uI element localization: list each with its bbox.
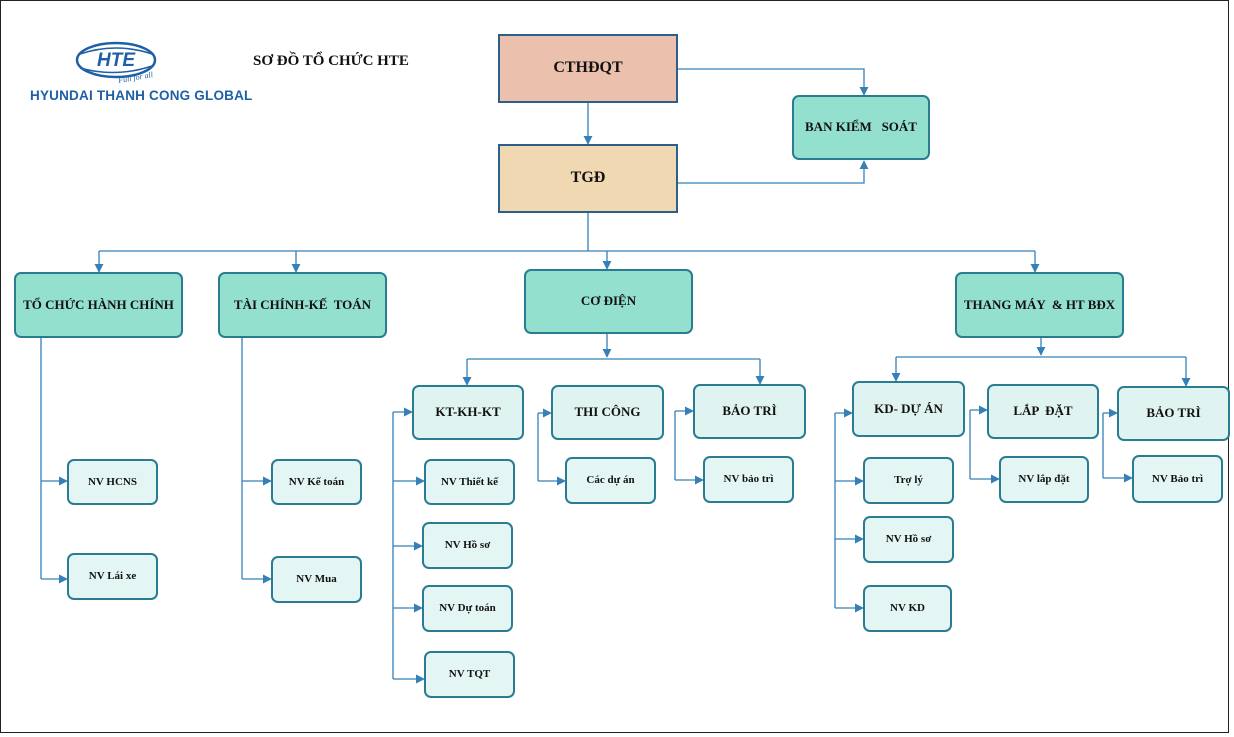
staff-nv-laixe: NV Lái xe [67,553,158,600]
sub-mep-bao-tri: BẢO TRÌ [693,384,806,439]
staff-nv-thiet-ke: NV Thiết kế [424,459,515,505]
staff-nv-lap-dat: NV lắp đặt [999,456,1089,503]
sub-kd-du-an: KD- DỰ ÁN [852,381,965,437]
dept-finance: TÀI CHÍNH-KẾ TOÁN [218,272,387,338]
staff-nv-ho-so: NV Hồ sơ [422,522,513,569]
staff-nv-mua: NV Mua [271,556,362,603]
dept-admin: TỔ CHỨC HÀNH CHÍNH [14,272,183,338]
staff-nv-ketoan: NV Kế toán [271,459,362,505]
staff-elevator-nv-bao-tri: NV Bảo trì [1132,455,1223,503]
staff-cac-du-an: Các dự án [565,457,656,504]
sub-elevator-bao-tri: BẢO TRÌ [1117,386,1230,441]
staff-tro-ly: Trợ lý [863,457,954,504]
dept-mep: CƠ ĐIỆN [524,269,693,334]
sub-lap-dat: LẮP ĐẶT [987,384,1099,439]
sub-kt-kh-kt: KT-KH-KT [412,385,524,440]
dept-elevator: THANG MÁY & HT BĐX [955,272,1124,338]
link-board-control [678,68,869,96]
control-board-box: BAN KIỂM SOÁT [792,95,930,160]
logo-mark: HTE [97,50,136,71]
link-ceo-control [678,160,869,184]
staff-kd-nv-ho-so: NV Hồ sơ [863,516,954,563]
staff-nv-hcns: NV HCNS [67,459,158,505]
staff-nv-tqt: NV TQT [424,651,515,698]
hte-logo: HTE Full for all [75,41,157,85]
company-name: HYUNDAI THANH CONG GLOBAL [30,88,253,103]
sub-thi-cong: THI CÔNG [551,385,664,440]
staff-nv-du-toan: NV Dự toán [422,585,513,632]
staff-nv-kd: NV KD [863,585,952,632]
staff-nv-bao-tri: NV bảo trì [703,456,794,503]
page-title: SƠ ĐỒ TỔ CHỨC HTE [253,53,409,69]
board-box: CTHĐQT [498,34,678,103]
ceo-box: TGĐ [498,144,678,213]
